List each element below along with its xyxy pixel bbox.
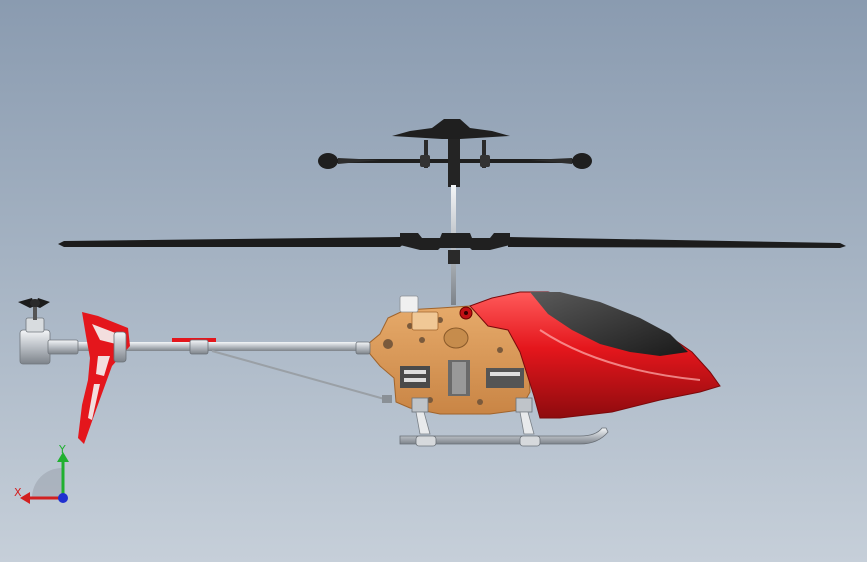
triad-xy-plane [32,468,62,498]
flybar-head [392,119,510,139]
canopy[interactable] [469,291,721,419]
tail-rotor [18,298,50,308]
horizontal-stabilizer [172,338,216,355]
tail-motor[interactable] [18,298,79,365]
tail-brace [211,350,389,401]
triad-x-label: X [14,486,22,499]
flybar-weight-left [318,153,338,169]
main-rotor[interactable] [58,233,846,264]
triad-y-label: Y [58,443,66,456]
canopy-window [530,292,688,356]
main-frame[interactable] [355,295,531,415]
main-blade-right [508,237,846,248]
vertical-fin [78,312,130,444]
landing-skid [399,427,609,445]
triad-z-axis [58,493,68,503]
landing-gear [399,397,609,447]
main-blade-left [58,237,405,247]
main-rotor-hub [400,233,510,250]
orientation-triad[interactable]: Y X [10,440,80,510]
flybar-weight-right [572,153,592,169]
flybar-assembly[interactable] [318,119,592,187]
